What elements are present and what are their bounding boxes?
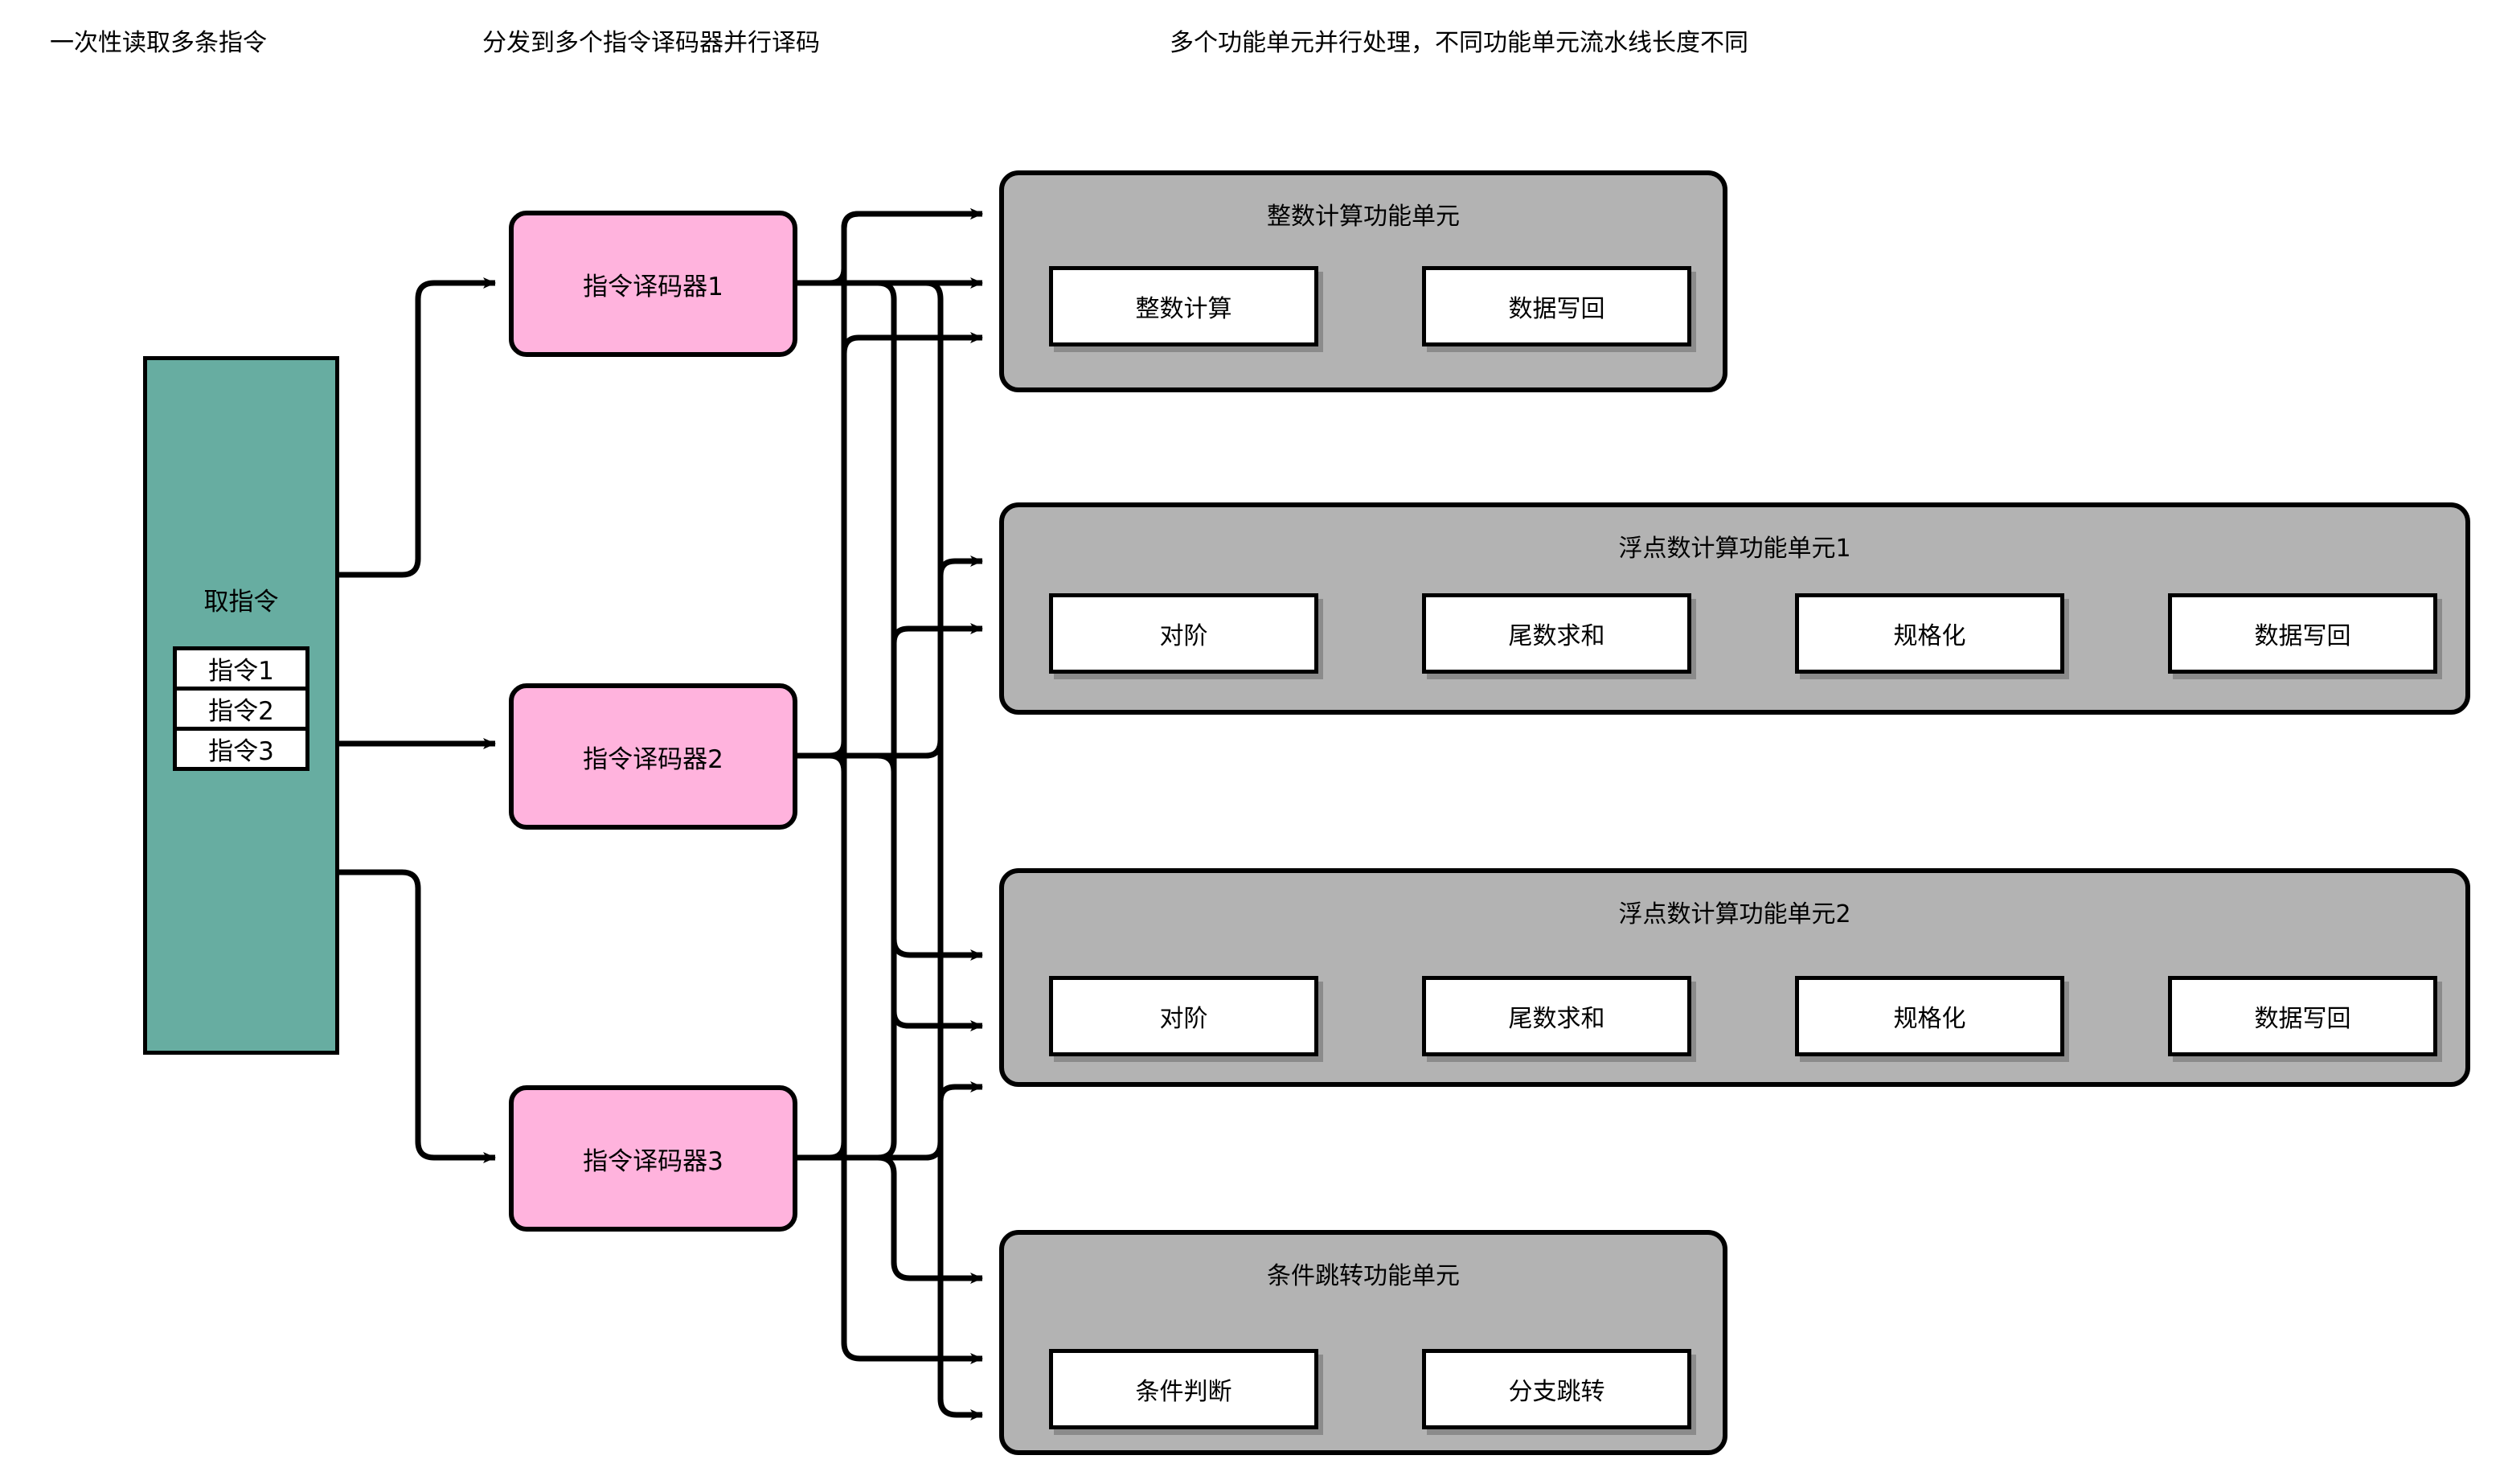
wire-instr3-decoder3 bbox=[317, 869, 496, 1163]
wire-d1-u1 bbox=[797, 208, 983, 286]
pipeline-stage-float1-2[interactable]: 尾数求和 bbox=[1422, 593, 1691, 674]
pipeline-stage-integer-1[interactable]: 整数计算 bbox=[1049, 266, 1318, 346]
wire-d3-u2 bbox=[797, 623, 983, 1161]
functional-unit-float-2[interactable]: 浮点数计算功能单元2 对阶 尾数求和 规格化 数据写回 bbox=[999, 868, 2470, 1087]
pipeline-stage-float2-3[interactable]: 规格化 bbox=[1795, 976, 2064, 1056]
pipeline-stage-float2-4[interactable]: 数据写回 bbox=[2168, 976, 2437, 1056]
pipeline-stage-float1-4[interactable]: 数据写回 bbox=[2168, 593, 2437, 674]
instruction-decoder-1[interactable]: 指令译码器1 bbox=[509, 211, 797, 357]
caption-execute: 多个功能单元并行处理，不同功能单元流水线长度不同 bbox=[1170, 29, 1748, 57]
instruction-queue: 指令1 指令2 指令3 bbox=[173, 646, 309, 771]
functional-unit-branch-title: 条件跳转功能单元 bbox=[1267, 1262, 1460, 1290]
pipeline-stage-float2-2[interactable]: 尾数求和 bbox=[1422, 976, 1691, 1056]
pipeline-stage-branch-2[interactable]: 分支跳转 bbox=[1422, 1349, 1691, 1429]
instruction-item-1[interactable]: 指令1 bbox=[177, 650, 305, 691]
fetch-unit-title: 取指令 bbox=[203, 587, 279, 617]
pipeline-stage-branch-1[interactable]: 条件判断 bbox=[1049, 1349, 1318, 1429]
wire-d1-u4 bbox=[797, 280, 983, 1420]
caption-decode: 分发到多个指令译码器并行译码 bbox=[482, 29, 820, 57]
wire-d1-u3 bbox=[797, 280, 983, 961]
functional-unit-branch[interactable]: 条件跳转功能单元 条件判断 分支跳转 bbox=[999, 1230, 1727, 1455]
pipeline-stage-float1-3[interactable]: 规格化 bbox=[1795, 593, 2064, 674]
wire-d2-u3 bbox=[797, 752, 983, 1031]
functional-unit-integer-title: 整数计算功能单元 bbox=[1267, 203, 1460, 231]
instruction-item-3[interactable]: 指令3 bbox=[177, 731, 305, 767]
wire-d2-u2 bbox=[797, 555, 983, 759]
functional-unit-float-2-title: 浮点数计算功能单元2 bbox=[1618, 900, 1851, 929]
fetch-unit[interactable]: 取指令 指令1 指令2 指令3 bbox=[143, 356, 339, 1055]
pipeline-stage-float1-1[interactable]: 对阶 bbox=[1049, 593, 1318, 674]
pipeline-stage-float2-1[interactable]: 对阶 bbox=[1049, 976, 1318, 1056]
wire-d3-u3 bbox=[797, 1081, 983, 1161]
functional-unit-float-1-title: 浮点数计算功能单元1 bbox=[1618, 535, 1851, 563]
instruction-item-2[interactable]: 指令2 bbox=[177, 691, 305, 731]
wire-instr1-decoder1 bbox=[317, 277, 496, 578]
wire-d3-u1 bbox=[797, 332, 983, 1161]
wire-d2-u4 bbox=[797, 752, 983, 1364]
instruction-decoder-3[interactable]: 指令译码器3 bbox=[509, 1085, 797, 1232]
wire-d3-u4 bbox=[797, 1154, 983, 1284]
instruction-decoder-2[interactable]: 指令译码器2 bbox=[509, 683, 797, 830]
caption-fetch: 一次性读取多条指令 bbox=[50, 29, 267, 57]
pipeline-stage-integer-2[interactable]: 数据写回 bbox=[1422, 266, 1691, 346]
functional-unit-integer[interactable]: 整数计算功能单元 整数计算 数据写回 bbox=[999, 170, 1727, 392]
wire-d2-u1 bbox=[797, 208, 983, 759]
functional-unit-float-1[interactable]: 浮点数计算功能单元1 对阶 尾数求和 规格化 数据写回 bbox=[999, 502, 2470, 715]
